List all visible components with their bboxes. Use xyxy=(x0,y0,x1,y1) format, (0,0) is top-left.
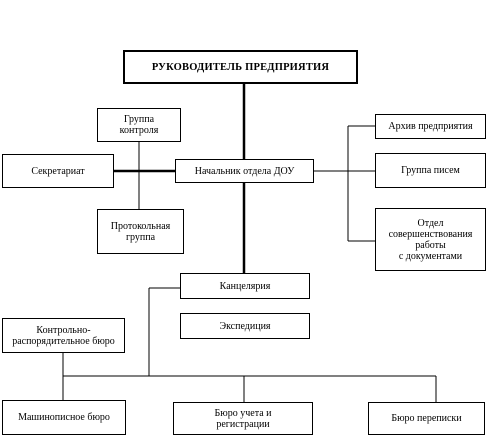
correspondence-bureau-box: Бюро переписки xyxy=(368,402,485,435)
dou-head-box: Начальник отдела ДОУ xyxy=(175,159,314,183)
registration-bureau-box: Бюро учета и регистрации xyxy=(173,402,313,435)
chancery-box: Канцелярия xyxy=(180,273,310,299)
improvement-dept-box: Отдел совершенствования работы с докумен… xyxy=(375,208,486,271)
typing-bureau-box: Машинописное бюро xyxy=(2,400,126,435)
archive-box: Архив предприятия xyxy=(375,114,486,139)
secretariat-box: Секретариат xyxy=(2,154,114,188)
control-group-box: Группа контроля xyxy=(97,108,181,142)
protocol-group-box: Протокольная группа xyxy=(97,209,184,254)
expedition-box: Экспедиция xyxy=(180,313,310,339)
letters-group-box: Группа писем xyxy=(375,153,486,188)
head-box: РУКОВОДИТЕЛЬ ПРЕДПРИЯТИЯ xyxy=(123,50,358,84)
control-bureau-box: Контрольно- распорядительное бюро xyxy=(2,318,125,353)
